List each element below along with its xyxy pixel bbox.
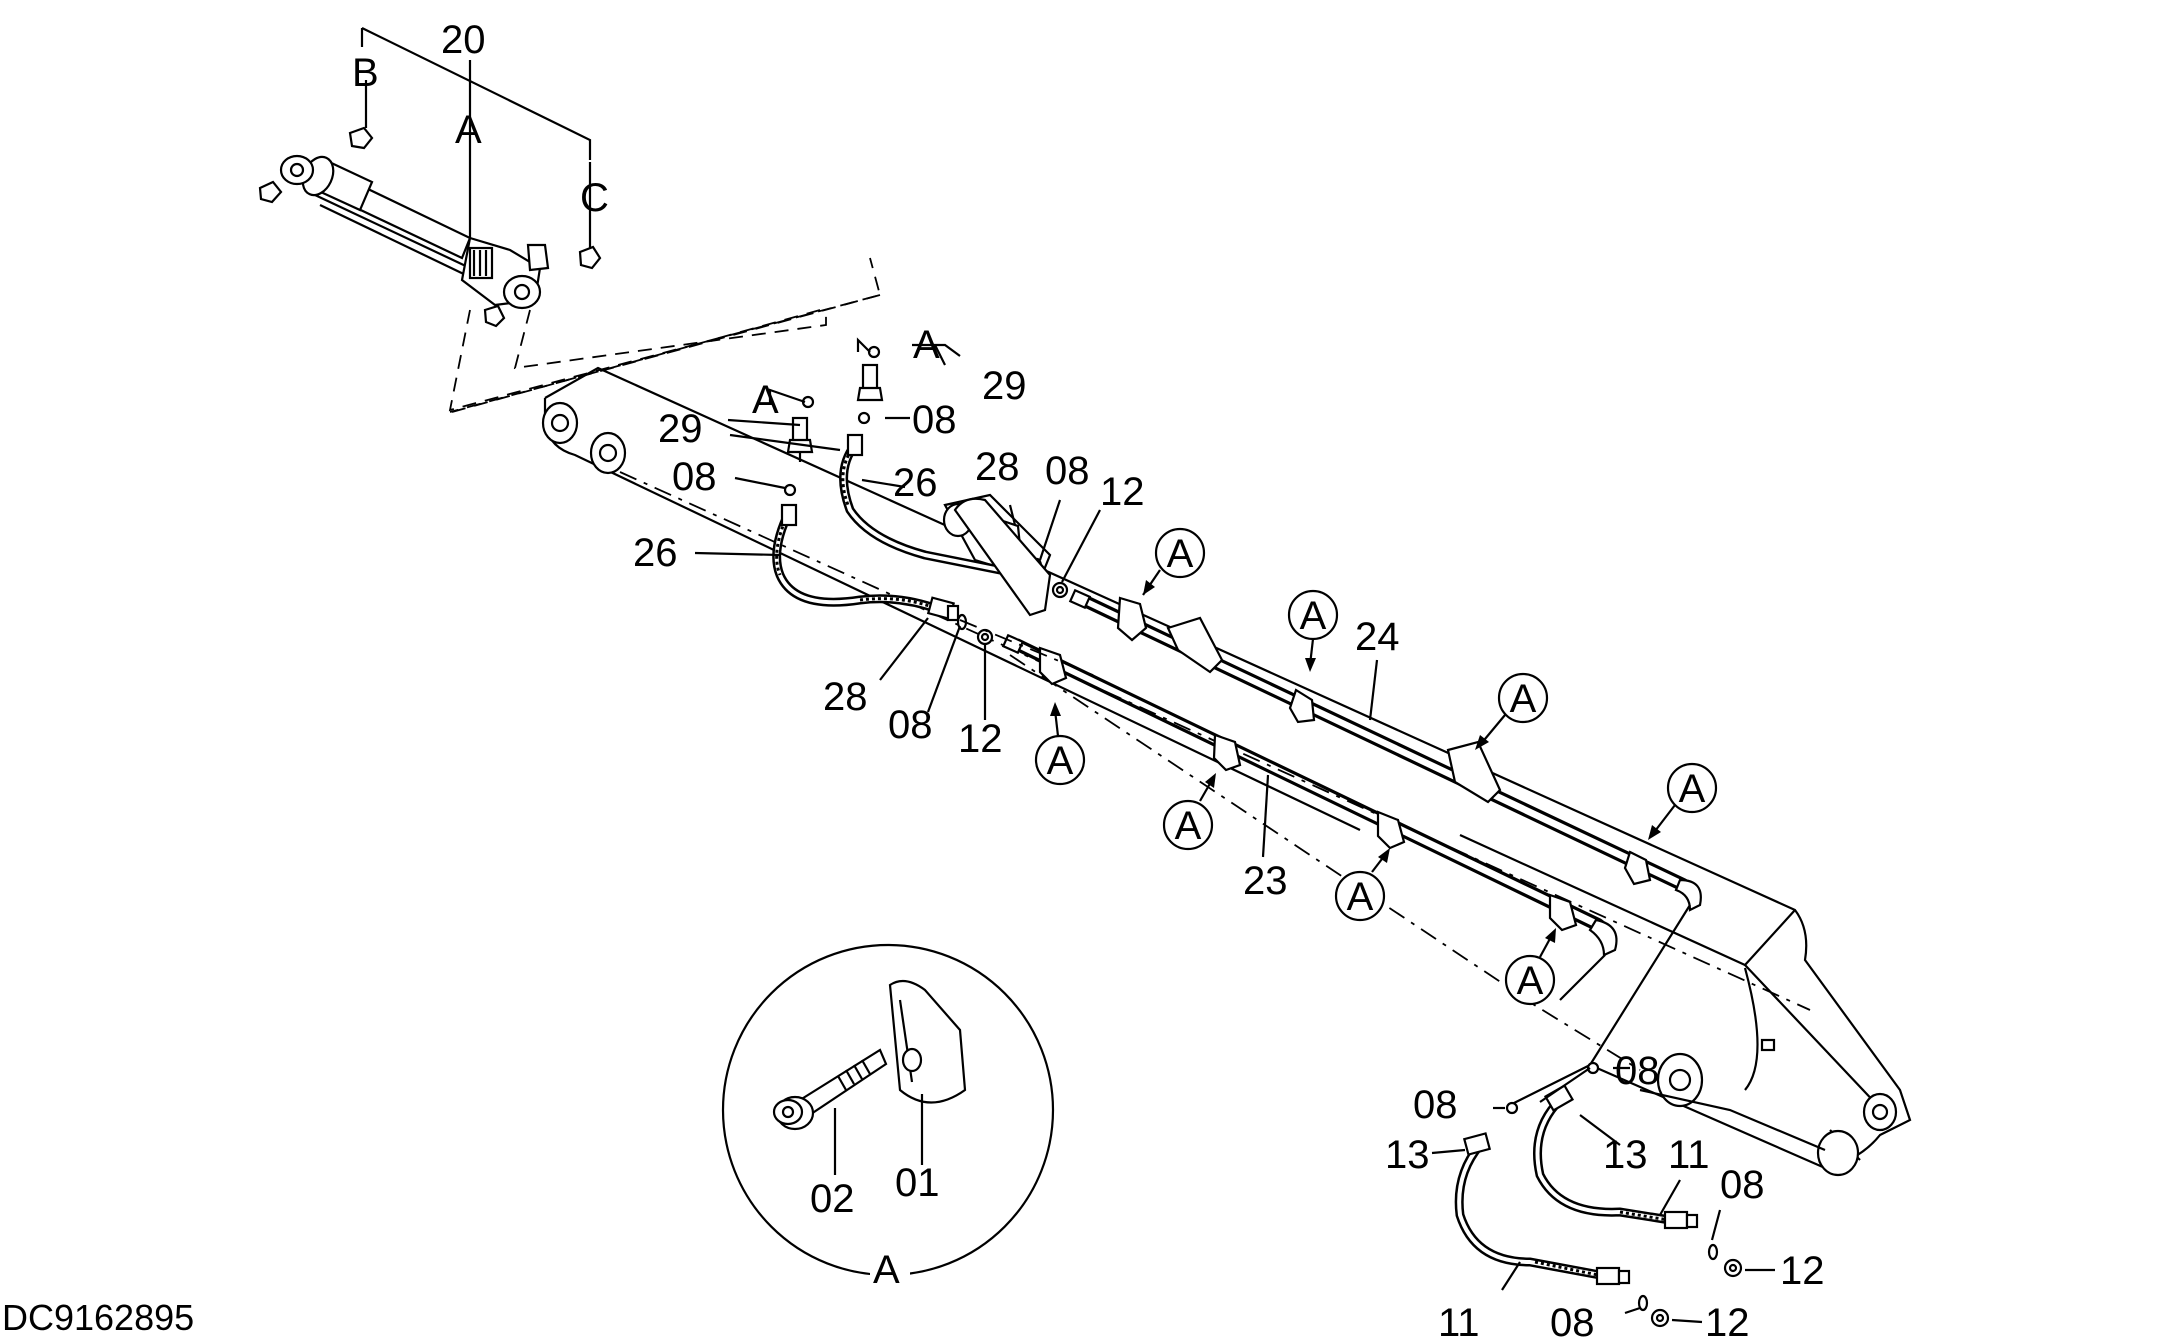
- label-02: 02: [810, 1177, 855, 1221]
- label-a-29-left: A: [752, 378, 779, 422]
- label-23: 23: [1243, 859, 1288, 903]
- upper-hoses: [772, 345, 1101, 679]
- label-26-right: 26: [893, 461, 938, 505]
- label-12-b: 12: [958, 717, 1003, 761]
- label-b: B: [352, 51, 379, 95]
- document-id: DC9162895: [2, 1297, 194, 1338]
- label-26-left: 26: [633, 531, 678, 575]
- label-20: 20: [441, 18, 486, 62]
- label-08-c: 08: [1045, 449, 1090, 493]
- callout-a: A: [1175, 804, 1202, 848]
- cylinder-assembly: [258, 27, 882, 413]
- lower-hoses: [1454, 1061, 1743, 1328]
- callout-a: A: [1510, 677, 1537, 721]
- detail-view-a: [721, 943, 1055, 1277]
- callout-a: A: [1167, 532, 1194, 576]
- label-29-left: 29: [658, 407, 703, 451]
- pipe-lines: [1001, 588, 1702, 1106]
- label-24: 24: [1355, 615, 1400, 659]
- label-08-d: 08: [888, 703, 933, 747]
- label-29-right: 29: [982, 364, 1027, 408]
- label-28-upper: 28: [975, 445, 1020, 489]
- label-08-h: 08: [1550, 1301, 1595, 1343]
- callout-a: A: [1047, 739, 1074, 783]
- label-c: C: [580, 176, 609, 220]
- label-13-left: 13: [1385, 1133, 1430, 1177]
- label-12-d: 12: [1705, 1301, 1750, 1343]
- leader-lines: [694, 337, 1775, 1324]
- label-08-f: 08: [1413, 1083, 1458, 1127]
- label-13-right: 13: [1603, 1133, 1648, 1177]
- label-11-right: 11: [1668, 1133, 1710, 1177]
- label-detail-a: A: [873, 1248, 900, 1292]
- label-08-b: 08: [672, 455, 717, 499]
- callout-a: A: [1300, 594, 1327, 638]
- callout-a: A: [1517, 959, 1544, 1003]
- label-a-29-right: A: [913, 323, 940, 367]
- callout-a: A: [1679, 767, 1706, 811]
- label-a-top: A: [455, 108, 482, 152]
- label-08-a: 08: [912, 398, 957, 442]
- label-28-lower: 28: [823, 675, 868, 719]
- label-08-g: 08: [1720, 1163, 1765, 1207]
- label-12-c: 12: [1780, 1249, 1825, 1293]
- label-08-e: 08: [1615, 1049, 1660, 1093]
- callout-circles: A A A A A A A A: [1034, 527, 1718, 1006]
- part-labels: 20 B A C A 29 A 29 08 08 26 26 28 08 12 …: [2, 18, 1825, 1343]
- label-01: 01: [895, 1161, 940, 1205]
- label-11-left: 11: [1438, 1301, 1480, 1343]
- label-12-a: 12: [1100, 470, 1145, 514]
- callout-a: A: [1347, 875, 1374, 919]
